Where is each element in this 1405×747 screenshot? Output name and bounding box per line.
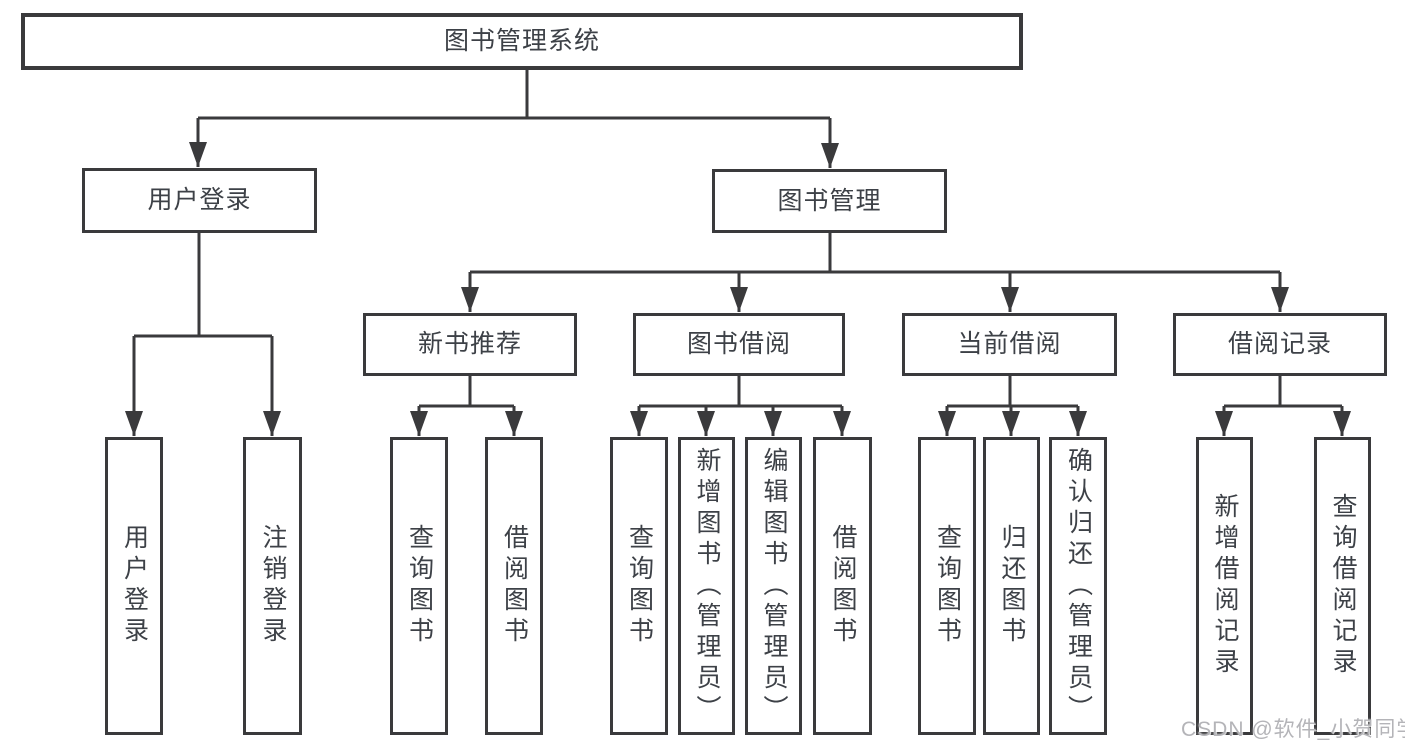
leaf-return-books: 归还图书	[983, 437, 1040, 735]
leaf-query-books-borrow: 查询图书	[610, 437, 668, 735]
leaf-query-books-current: 查询图书	[918, 437, 976, 735]
node-borrowing-records: 借阅记录	[1173, 313, 1387, 376]
node-book-management: 图书管理	[712, 169, 947, 233]
leaf-borrow-books-recommend: 借阅图书	[485, 437, 543, 735]
leaf-add-books-admin: 新增图书（管理员）	[678, 437, 735, 735]
leaf-edit-books-admin: 编辑图书（管理员）	[745, 437, 802, 735]
leaf-user-login: 用户登录	[105, 437, 163, 735]
node-new-book-recommend: 新书推荐	[363, 313, 577, 376]
leaf-borrow-books-borrow: 借阅图书	[813, 437, 872, 735]
node-book-borrowing: 图书借阅	[633, 313, 845, 376]
node-user-login: 用户登录	[82, 168, 317, 233]
node-current-borrowing: 当前借阅	[902, 313, 1117, 376]
leaf-logout-login: 注销登录	[243, 437, 302, 735]
leaf-add-borrow-record: 新增借阅记录	[1196, 437, 1253, 735]
csdn-watermark: CSDN @软件_小贺同学	[1181, 718, 1405, 741]
node-library-management-system: 图书管理系统	[21, 13, 1023, 70]
leaf-confirm-return-admin: 确认归还（管理员）	[1049, 437, 1107, 735]
leaf-query-books-recommend: 查询图书	[390, 437, 448, 735]
leaf-query-borrow-record: 查询借阅记录	[1314, 437, 1371, 735]
